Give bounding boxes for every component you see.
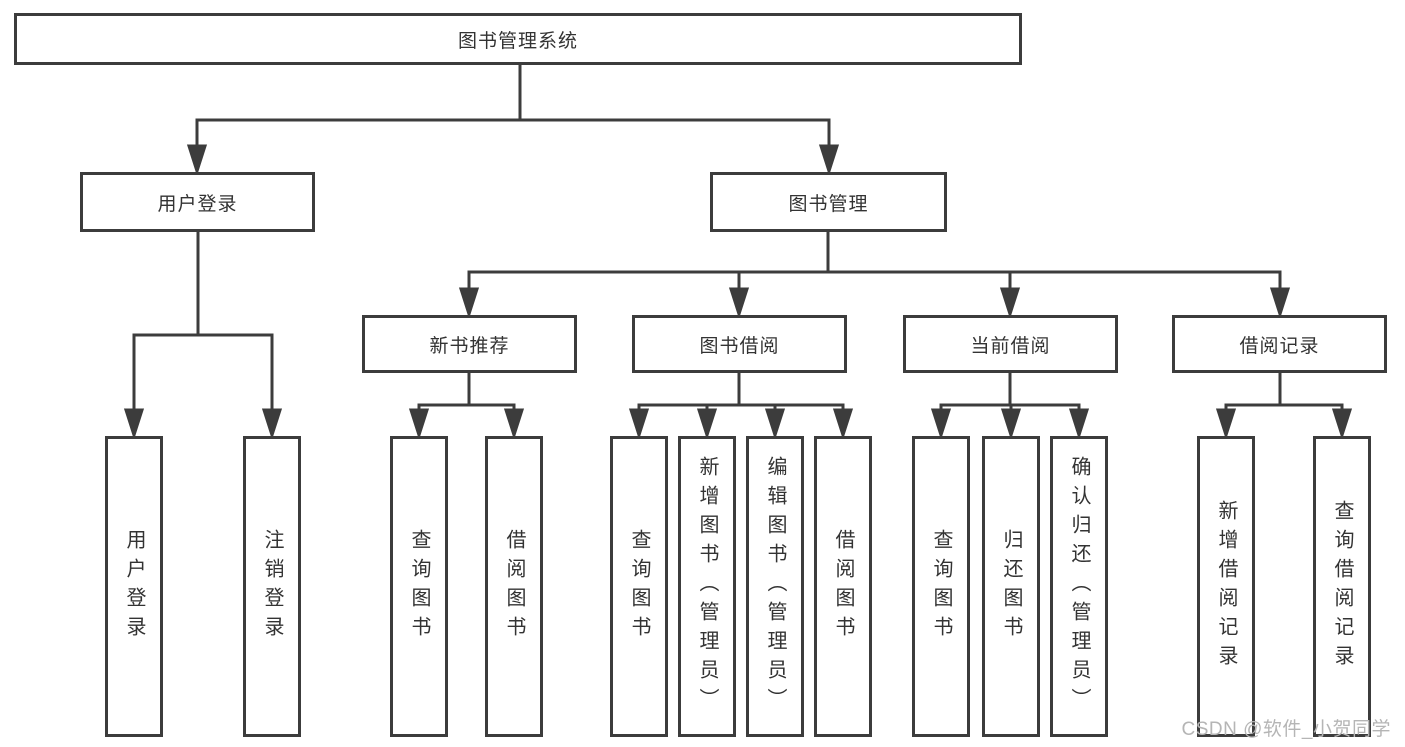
node-label: 用户登录 <box>157 193 238 215</box>
node-label: 用户登录 <box>123 528 145 645</box>
leaf-query-books-current: 查询图书 <box>912 436 970 737</box>
node-label: 查询图书 <box>930 528 952 645</box>
csdn-watermark: CSDN @软件_小贺同学 <box>1181 719 1391 740</box>
node-book-borrow: 图书借阅 <box>632 315 847 373</box>
node-label: 图书管理 <box>788 193 869 215</box>
node-book-management: 图书管理 <box>710 172 947 232</box>
node-current-borrow: 当前借阅 <box>903 315 1118 373</box>
leaf-confirm-return-admin: 确认归还（管理员） <box>1050 436 1108 737</box>
node-new-book-recommend: 新书推荐 <box>362 315 577 373</box>
node-label: 确认归还（管理员） <box>1068 456 1090 717</box>
node-label: 注销登录 <box>261 528 283 645</box>
node-label: 借阅图书 <box>503 528 525 645</box>
node-borrow-records: 借阅记录 <box>1172 315 1387 373</box>
node-user-login: 用户登录 <box>80 172 315 232</box>
leaf-query-books-recommend: 查询图书 <box>390 436 448 737</box>
leaf-logout: 注销登录 <box>243 436 301 737</box>
leaf-add-books-admin: 新增图书（管理员） <box>678 436 736 737</box>
node-label: 查询图书 <box>408 528 430 645</box>
leaf-user-login: 用户登录 <box>105 436 163 737</box>
leaf-add-borrow-record: 新增借阅记录 <box>1197 436 1255 737</box>
leaf-borrow-books-recommend: 借阅图书 <box>485 436 543 737</box>
leaf-query-borrow-record: 查询借阅记录 <box>1313 436 1371 737</box>
node-label: 借阅记录 <box>1239 335 1320 357</box>
node-label: 新书推荐 <box>429 335 510 357</box>
node-label: 新增图书（管理员） <box>696 456 718 717</box>
leaf-borrow-books: 借阅图书 <box>814 436 872 737</box>
leaf-edit-books-admin: 编辑图书（管理员） <box>746 436 804 737</box>
node-library-management-system: 图书管理系统 <box>14 13 1022 65</box>
node-label: 借阅图书 <box>832 528 854 645</box>
node-label: 查询图书 <box>628 528 650 645</box>
node-label: 归还图书 <box>1000 528 1022 645</box>
node-label: 当前借阅 <box>970 335 1051 357</box>
leaf-return-books: 归还图书 <box>982 436 1040 737</box>
node-label: 编辑图书（管理员） <box>764 456 786 717</box>
node-label: 图书管理系统 <box>457 30 578 52</box>
node-label: 新增借阅记录 <box>1215 499 1237 674</box>
node-label: 图书借阅 <box>699 335 780 357</box>
leaf-query-books-borrow: 查询图书 <box>610 436 668 737</box>
node-label: 查询借阅记录 <box>1331 499 1353 674</box>
